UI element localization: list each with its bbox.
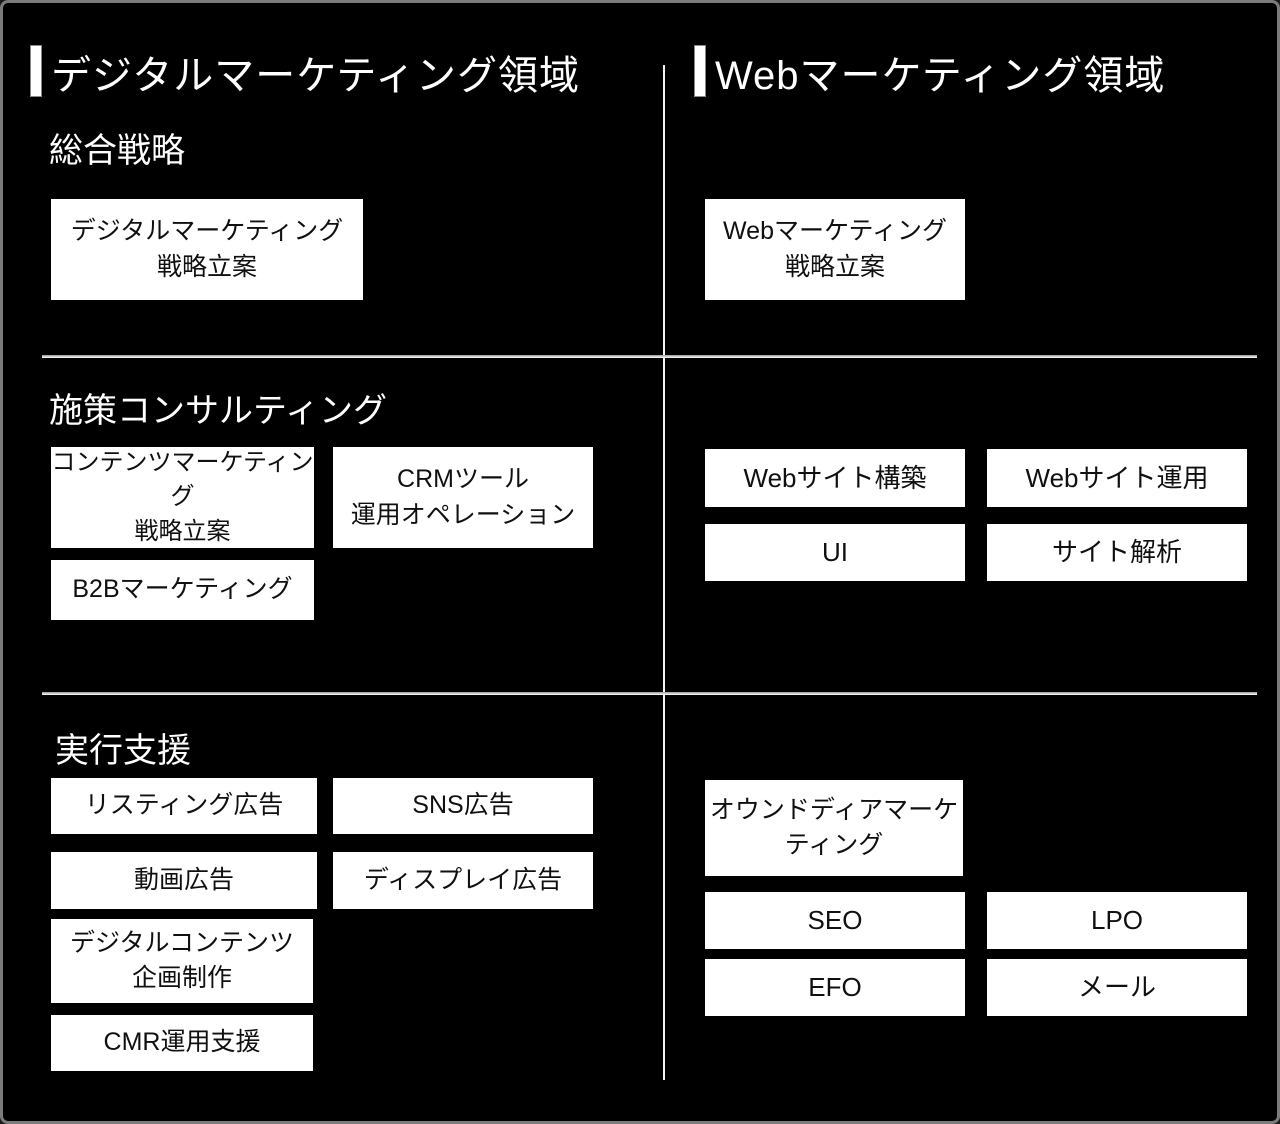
box-content-marketing-strategy: コンテンツマーケティング 戦略立案: [51, 447, 314, 548]
box-b2b-marketing: B2Bマーケティング: [51, 560, 314, 620]
header-accent-bar: [30, 45, 42, 97]
horizontal-divider-2: [42, 692, 1257, 695]
box-email: メール: [987, 959, 1247, 1016]
box-video-ads: 動画広告: [51, 852, 317, 909]
box-web-marketing-strategy: Webマーケティング 戦略立案: [705, 199, 965, 300]
box-efo: EFO: [705, 959, 965, 1016]
box-sns-ads: SNS広告: [333, 778, 593, 834]
box-digital-content-production: デジタルコンテンツ 企画制作: [51, 919, 313, 1003]
box-owned-media-marketing: オウンドディアマーケ ティング: [705, 780, 963, 876]
header-accent-bar: [694, 45, 706, 97]
box-listing-ads: リスティング広告: [51, 778, 317, 834]
box-website-construction: Webサイト構築: [705, 449, 965, 507]
box-lpo: LPO: [987, 892, 1247, 949]
box-ui: UI: [705, 524, 965, 581]
section-label-overall-strategy: 総合戦略: [49, 132, 185, 170]
left-column-header: デジタルマーケティング領域: [51, 54, 580, 98]
box-crm-tool-operation: CRMツール 運用オペレーション: [333, 447, 593, 548]
box-site-analysis: サイト解析: [987, 524, 1247, 581]
section-label-execution-support: 実行支援: [55, 732, 191, 770]
box-seo: SEO: [705, 892, 965, 949]
horizontal-divider-1: [42, 355, 1257, 358]
box-website-operation: Webサイト運用: [987, 449, 1247, 507]
right-column-header: Webマーケティング領域: [715, 54, 1166, 98]
section-label-consulting: 施策コンサルティング: [49, 392, 387, 430]
vertical-divider: [663, 65, 665, 1080]
box-cmr-operation-support: CMR運用支援: [51, 1015, 313, 1071]
box-digital-marketing-strategy: デジタルマーケティング 戦略立案: [51, 199, 363, 300]
box-display-ads: ディスプレイ広告: [333, 852, 593, 909]
